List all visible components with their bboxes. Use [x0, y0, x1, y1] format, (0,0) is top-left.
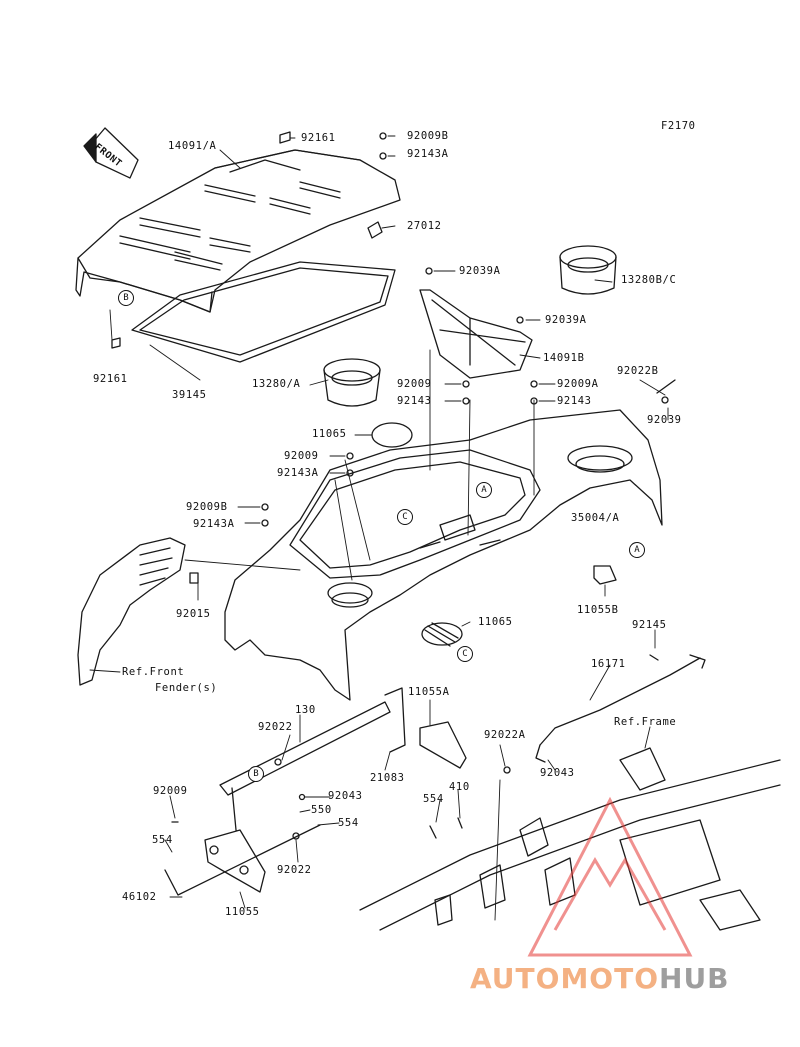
part-label: 92009B: [407, 130, 449, 142]
part-label: 27012: [407, 220, 442, 232]
watermark-text: AUTOMOTOHUB: [470, 962, 730, 995]
part-label: 39145: [172, 389, 207, 401]
part-label: 92009: [397, 378, 432, 390]
part-label: 92143: [397, 395, 432, 407]
reference-label: Ref.Front: [122, 666, 185, 678]
part-label: 92143A: [277, 467, 319, 479]
reference-marker-b: B: [118, 290, 134, 306]
bracket-11055b-drawing: [593, 565, 617, 585]
part-label: 92145: [632, 619, 667, 631]
part-label: 92009: [153, 785, 188, 797]
part-label: 92039: [647, 414, 682, 426]
part-label: 16171: [591, 658, 626, 670]
part-label: 11065: [478, 616, 513, 628]
part-label: 554: [423, 793, 444, 805]
watermark-logo-icon: [527, 796, 693, 957]
reference-marker-a: A: [629, 542, 645, 558]
roof-panel-drawing: [75, 149, 401, 313]
part-label: 92009A: [557, 378, 599, 390]
roof-seal-drawing: [131, 261, 396, 363]
cup-holder-drawing: [323, 245, 617, 407]
cable-drawing: [535, 654, 706, 763]
frame-drawing: [359, 747, 781, 931]
reference-marker-c: C: [457, 646, 473, 662]
figure-code: F2170: [661, 120, 696, 132]
part-label: 92022A: [484, 729, 526, 741]
watermark-text-part2: HUB: [659, 962, 730, 995]
seat-support-drawing: [219, 687, 467, 841]
part-label: 11055A: [408, 686, 450, 698]
part-label: 13280/A: [252, 378, 301, 390]
part-label: 554: [338, 817, 359, 829]
part-label: 35004/A: [571, 512, 620, 524]
front-arrow-icon: [83, 127, 139, 179]
part-label: 11055: [225, 906, 260, 918]
part-label: 92039A: [459, 265, 501, 277]
part-label: 92143A: [193, 518, 235, 530]
part-label: 92022: [277, 864, 312, 876]
part-label: 550: [311, 804, 332, 816]
part-label: 130: [295, 704, 316, 716]
part-label: 46102: [122, 891, 157, 903]
part-label: 92043: [540, 767, 575, 779]
part-label: 14091/A: [168, 140, 217, 152]
bracket-11055-drawing: [204, 829, 266, 893]
reference-marker-c: C: [397, 509, 413, 525]
trim-disc-drawing: [371, 422, 413, 448]
reference-label: Ref.Frame: [614, 716, 677, 728]
part-label: 92022B: [617, 365, 659, 377]
bracket-14091b-drawing: [419, 289, 533, 379]
rear-deck-drawing: [224, 409, 663, 701]
rod-drawing: [164, 824, 321, 896]
reference-label: Fender(s): [155, 682, 218, 694]
part-label: 554: [152, 834, 173, 846]
part-label: 92009B: [186, 501, 228, 513]
part-label: 92022: [258, 721, 293, 733]
part-label: 92039A: [545, 314, 587, 326]
lower-disc-drawing: [421, 622, 463, 647]
part-label: 21083: [370, 772, 405, 784]
part-label: 11065: [312, 428, 347, 440]
part-label: 92143A: [407, 148, 449, 160]
part-label: 410: [449, 781, 470, 793]
watermark-text-part1: AUTOMOTO: [470, 962, 660, 995]
part-label: 11055B: [577, 604, 619, 616]
reference-marker-a: A: [476, 482, 492, 498]
part-label: 13280B/C: [621, 274, 677, 286]
front-fender-drawing: [77, 537, 186, 686]
part-label: 92015: [176, 608, 211, 620]
part-label: 92043: [328, 790, 363, 802]
part-label: 92009: [284, 450, 319, 462]
part-label: 92161: [93, 373, 128, 385]
part-label: 14091B: [543, 352, 585, 364]
part-label: 92143: [557, 395, 592, 407]
reference-marker-b: B: [248, 766, 264, 782]
part-label: 92161: [301, 132, 336, 144]
